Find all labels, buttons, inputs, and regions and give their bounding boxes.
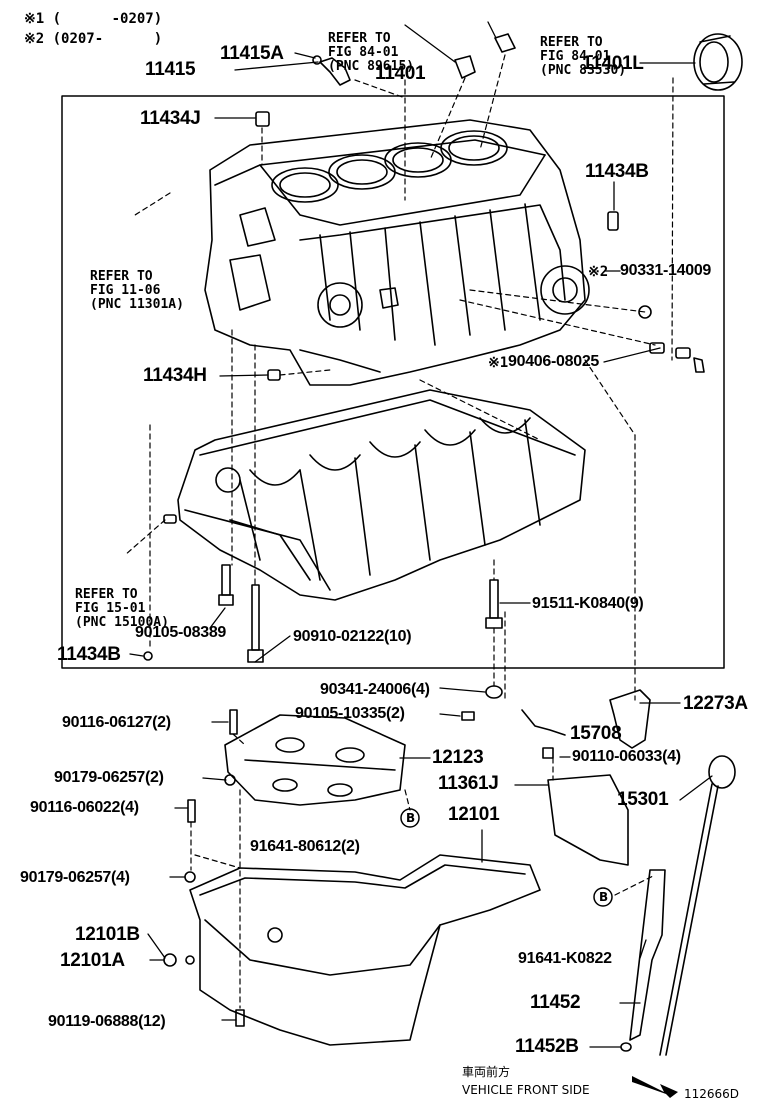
baffle-plate-drawing bbox=[224, 714, 406, 806]
dipstick-drawing bbox=[620, 755, 736, 1056]
illustration-number: 112666D bbox=[684, 1087, 740, 1101]
mark-1: ※1 bbox=[488, 355, 509, 371]
leader-lines bbox=[129, 21, 713, 1048]
part-11452b: 11452B bbox=[515, 1036, 579, 1057]
oil-pan-drawing bbox=[163, 854, 541, 1046]
crankcase-drawing bbox=[177, 389, 586, 601]
note-1: ※1 ( -0207) bbox=[24, 11, 163, 27]
part-90910-02122: 90910-02122(10) bbox=[293, 628, 412, 645]
cylinder-block-drawing bbox=[204, 119, 590, 386]
dashed-guides bbox=[124, 54, 674, 1009]
part-11452: 11452 bbox=[530, 992, 581, 1013]
note-2: ※2 (0207- ) bbox=[24, 31, 163, 47]
part-90179-06257-a: 90179-06257(2) bbox=[54, 769, 164, 786]
part-90116-06127: 90116-06127(2) bbox=[62, 714, 171, 731]
rear-oil-seal-drawing bbox=[693, 33, 743, 91]
part-90406-08025: 90406-08025 bbox=[508, 353, 600, 370]
part-91641-k0822: 91641-K0822 bbox=[518, 950, 612, 967]
oil-strainer-drawing bbox=[521, 689, 651, 759]
part-11434b-bottom: 11434B bbox=[57, 644, 121, 665]
circle-b-label-left: B bbox=[406, 811, 416, 825]
part-12273a: 12273A bbox=[683, 693, 748, 714]
part-90110-06033: 90110-06033(4) bbox=[572, 748, 681, 765]
oil-pan-gasket-drawing bbox=[547, 774, 629, 866]
part-11401l: 11401L bbox=[582, 53, 644, 74]
part-90119-06888: 90119-06888(12) bbox=[48, 1013, 166, 1030]
part-91641-80612: 91641-80612(2) bbox=[250, 838, 360, 855]
circle-b-label-right: B bbox=[599, 890, 609, 904]
part-11415: 11415 bbox=[145, 59, 196, 80]
part-15708: 15708 bbox=[570, 723, 622, 744]
part-90116-06022: 90116-06022(4) bbox=[30, 799, 139, 816]
part-12101a: 12101A bbox=[60, 950, 125, 971]
circle-b-marker-right bbox=[593, 887, 613, 907]
front-direction-arrow-icon bbox=[632, 1076, 678, 1098]
part-12101: 12101 bbox=[448, 804, 500, 825]
assembly-frame bbox=[61, 95, 725, 669]
circle-b-marker-left bbox=[400, 808, 420, 828]
part-12123: 12123 bbox=[432, 747, 484, 768]
mark-2: ※2 bbox=[588, 264, 609, 280]
part-11434j: 11434J bbox=[140, 108, 201, 129]
vehicle-front-jp: 車両前方 bbox=[462, 1065, 511, 1079]
top-small-parts bbox=[143, 33, 705, 661]
part-12101b: 12101B bbox=[75, 924, 140, 945]
part-90105-08389: 90105-08389 bbox=[135, 624, 227, 641]
part-91511-k0840: 91511-K0840(9) bbox=[532, 595, 644, 612]
part-11415a: 11415A bbox=[220, 43, 284, 64]
part-90179-06257-b: 90179-06257(4) bbox=[20, 869, 130, 886]
part-15301: 15301 bbox=[617, 789, 669, 810]
part-90331-14009: 90331-14009 bbox=[620, 262, 712, 279]
part-11434h: 11434H bbox=[143, 365, 207, 386]
part-11361j: 11361J bbox=[438, 773, 499, 794]
part-11401: 11401 bbox=[375, 63, 426, 84]
vehicle-front-side-label: VEHICLE FRONT SIDE bbox=[462, 1083, 590, 1097]
part-90341-24006: 90341-24006(4) bbox=[320, 681, 430, 698]
part-90105-10335: 90105-10335(2) bbox=[295, 705, 405, 722]
part-11434b-top: 11434B bbox=[585, 161, 649, 182]
